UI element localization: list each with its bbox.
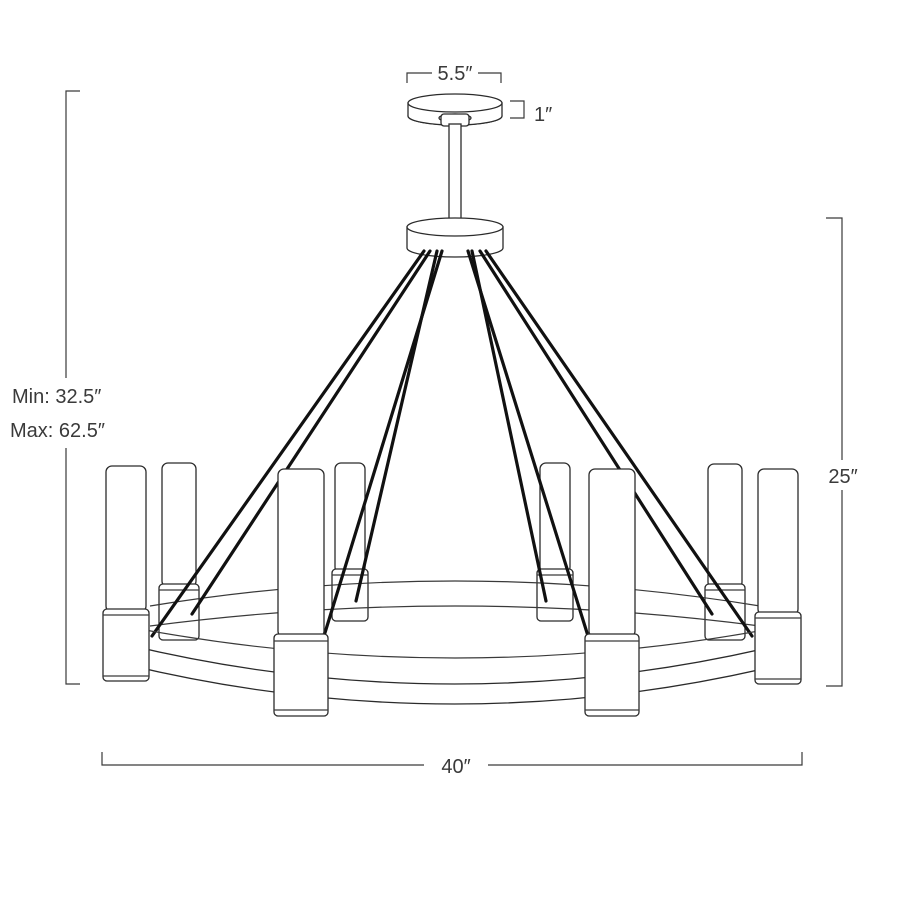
fixture-width-dimension: 40″ <box>101 750 803 780</box>
fixture-height-label: 25″ <box>828 466 857 488</box>
canopy-width-dimension: 5.5″ <box>406 60 502 86</box>
candle <box>584 468 640 717</box>
canopy-width-label: 5.5″ <box>438 63 473 85</box>
canopy-height-label: 1″ <box>534 104 552 126</box>
candle <box>158 462 200 641</box>
arms <box>150 249 754 638</box>
ring-back <box>149 580 761 627</box>
canopy <box>407 93 503 127</box>
hub <box>406 217 504 258</box>
candle <box>704 463 746 641</box>
fixture-height-dimension: 25″ <box>820 217 868 687</box>
overall-height-max-label: Max: 62.5″ <box>10 420 105 442</box>
canopy-height-dimension: 1″ <box>510 100 552 126</box>
back-candles <box>158 462 746 641</box>
candle <box>754 468 802 685</box>
fixture-width-label: 40″ <box>441 756 470 778</box>
candle <box>102 465 150 682</box>
downrod <box>448 123 462 223</box>
candle <box>273 468 329 717</box>
front-candles <box>102 465 802 717</box>
ring-front <box>107 625 801 705</box>
overall-height-min-label: Min: 32.5″ <box>12 386 101 408</box>
overall-height-dimension: Min: 32.5″ Max: 62.5″ <box>4 90 132 685</box>
